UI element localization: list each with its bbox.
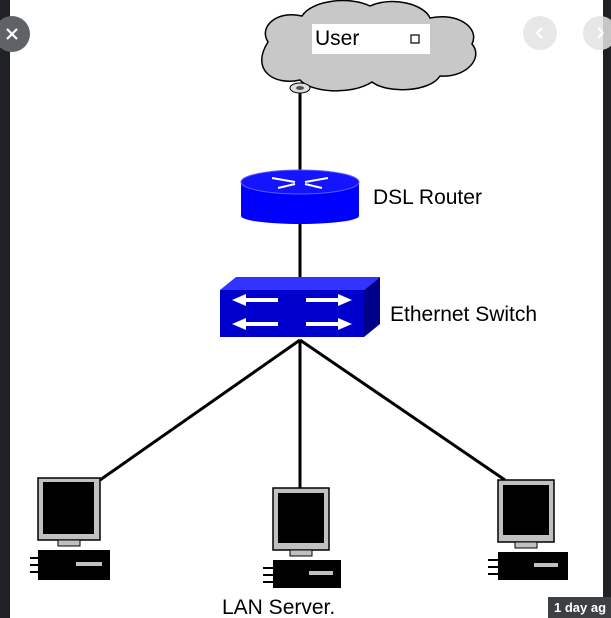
switch-icon — [220, 277, 380, 337]
close-button[interactable] — [0, 16, 30, 52]
chevron-left-icon — [535, 27, 543, 39]
timestamp-badge: 1 day ag — [548, 597, 611, 618]
network-diagram — [30, 0, 568, 588]
server-label: LAN Server. — [222, 596, 336, 618]
switch-label: Ethernet Switch — [390, 303, 538, 326]
chevron-right-icon — [597, 27, 605, 39]
router-label: DSL Router — [373, 186, 482, 209]
connection-lines — [99, 93, 506, 490]
switch-client-left-link — [99, 338, 301, 482]
client-computer-left-icon — [30, 477, 110, 580]
network-diagram-image: User DSL Router Ethernet Switch LAN Serv… — [10, 0, 603, 618]
next-image-button[interactable] — [583, 16, 611, 50]
server-computer-icon — [263, 487, 341, 588]
switch-client-right-link — [299, 338, 506, 482]
user-label: User — [315, 27, 360, 50]
cloud-icon — [261, 0, 477, 94]
close-icon — [6, 28, 18, 40]
router-icon — [240, 169, 360, 224]
client-computer-right-icon — [488, 479, 568, 580]
previous-image-button[interactable] — [523, 16, 557, 50]
